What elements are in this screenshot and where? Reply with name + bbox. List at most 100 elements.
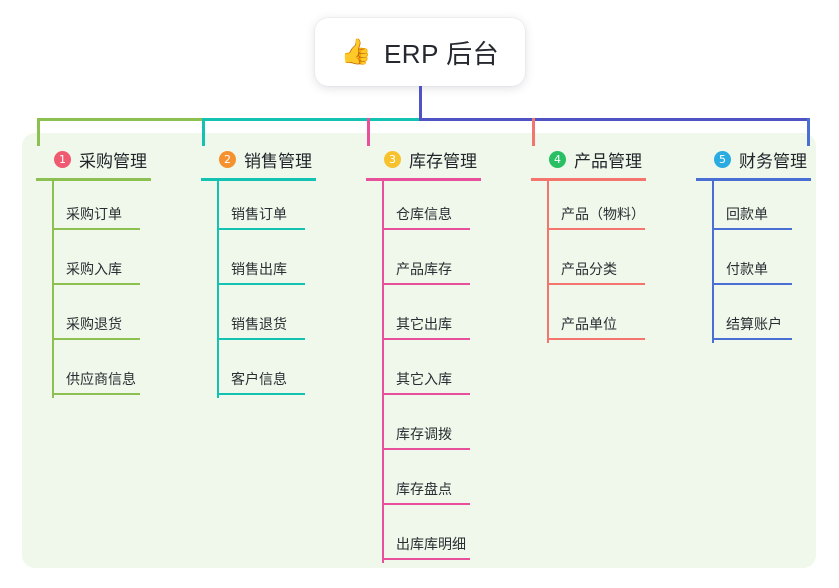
leaf-item[interactable]: 付款单	[696, 233, 807, 288]
branch-badge-sales: 2	[219, 150, 236, 168]
leaf-item[interactable]: 产品分类	[531, 233, 645, 288]
branch-title-purchasing: 采购管理	[79, 151, 147, 171]
branch-badge-finance: 5	[714, 150, 731, 168]
leaf-rule	[382, 448, 470, 450]
leaf-item[interactable]: 产品库存	[366, 233, 477, 288]
leaf-label: 供应商信息	[66, 371, 136, 387]
leaf-spine-finance	[712, 178, 714, 343]
branch-header-sales[interactable]: 2 销售管理	[201, 146, 312, 172]
leaf-list-sales: 销售订单销售出库销售退货客户信息	[201, 178, 312, 398]
trunk-indigo-segment	[419, 118, 809, 121]
branch-rule-finance	[696, 178, 811, 181]
leaf-rule	[712, 228, 792, 230]
leaf-item[interactable]: 产品单位	[531, 288, 645, 343]
leaf-list-purchasing: 采购订单采购入库采购退货供应商信息	[36, 178, 147, 398]
leaf-item[interactable]: 出库库明细	[366, 508, 477, 563]
leaf-item[interactable]: 销售退货	[201, 288, 312, 343]
root-node-card[interactable]: 👍 ERP 后台	[315, 18, 525, 86]
leaf-rule	[217, 338, 305, 340]
thumbs-up-icon: 👍	[340, 37, 372, 66]
branch-column-sales: 2 销售管理销售订单销售出库销售退货客户信息	[201, 146, 316, 398]
leaf-spine-inventory	[382, 178, 384, 563]
leaf-label: 库存盘点	[396, 481, 452, 497]
branch-badge-product: 4	[549, 150, 566, 168]
branch-column-product: 4 产品管理产品（物料） 产品分类产品单位	[531, 146, 646, 343]
leaf-label: 采购入库	[66, 261, 122, 277]
leaf-label: 其它出库	[396, 316, 452, 332]
leaf-label: 仓库信息	[396, 206, 452, 222]
leaf-item[interactable]: 客户信息	[201, 343, 312, 398]
leaf-item[interactable]: 供应商信息	[36, 343, 147, 398]
branch-rule-sales	[201, 178, 316, 181]
leaf-item[interactable]: 采购订单	[36, 178, 147, 233]
leaf-item[interactable]: 结算账户	[696, 288, 807, 343]
leaf-rule	[547, 338, 645, 340]
leaf-list-finance: 回款单付款单结算账户	[696, 178, 807, 343]
leaf-rule	[382, 503, 470, 505]
branch-title-finance: 财务管理	[739, 151, 807, 171]
drop-sales	[202, 118, 205, 146]
drop-inventory	[367, 118, 370, 146]
leaf-spine-sales	[217, 178, 219, 398]
leaf-label: 付款单	[726, 261, 768, 277]
branch-title-inventory: 库存管理	[409, 151, 477, 171]
leaf-item[interactable]: 销售订单	[201, 178, 312, 233]
branch-header-product[interactable]: 4 产品管理	[531, 146, 642, 172]
branch-header-finance[interactable]: 5 财务管理	[696, 146, 807, 172]
leaf-rule	[382, 283, 470, 285]
leaf-rule	[52, 393, 140, 395]
leaf-list-product: 产品（物料） 产品分类产品单位	[531, 178, 645, 343]
leaf-item[interactable]: 其它入库	[366, 343, 477, 398]
leaf-label: 产品单位	[561, 316, 617, 332]
leaf-list-inventory: 仓库信息产品库存其它出库其它入库库存调拨库存盘点出库库明细	[366, 178, 477, 563]
root-node-title: ERP 后台	[383, 38, 500, 69]
root-stem	[419, 86, 422, 121]
leaf-rule	[217, 393, 305, 395]
leaf-spine-product	[547, 178, 549, 343]
leaf-item[interactable]: 回款单	[696, 178, 807, 233]
drop-product	[532, 118, 535, 146]
leaf-item[interactable]: 库存调拨	[366, 398, 477, 453]
leaf-label: 其它入库	[396, 371, 452, 387]
leaf-label: 销售退货	[231, 316, 287, 332]
branch-column-finance: 5 财务管理回款单付款单结算账户	[696, 146, 811, 343]
trunk-teal-segment	[202, 118, 422, 121]
branch-title-sales: 销售管理	[244, 151, 312, 171]
leaf-item[interactable]: 其它出库	[366, 288, 477, 343]
branch-header-inventory[interactable]: 3 库存管理	[366, 146, 477, 172]
leaf-label: 产品分类	[561, 261, 617, 277]
leaf-rule	[382, 338, 470, 340]
branch-rule-product	[531, 178, 646, 181]
drop-finance	[807, 118, 810, 146]
branch-rule-purchasing	[36, 178, 151, 181]
leaf-label: 采购退货	[66, 316, 122, 332]
leaf-rule	[547, 283, 645, 285]
leaf-label: 产品库存	[396, 261, 452, 277]
leaf-label: 库存调拨	[396, 426, 452, 442]
leaf-label: 客户信息	[231, 371, 287, 387]
branch-rule-inventory	[366, 178, 481, 181]
leaf-label: 结算账户	[726, 316, 782, 332]
leaf-rule	[52, 228, 140, 230]
branch-title-product: 产品管理	[574, 151, 642, 171]
leaf-spine-purchasing	[52, 178, 54, 398]
leaf-item[interactable]: 采购入库	[36, 233, 147, 288]
trunk-green-segment	[37, 118, 202, 121]
leaf-label: 出库库明细	[396, 536, 466, 552]
leaf-rule	[382, 228, 470, 230]
branch-badge-inventory: 3	[384, 150, 401, 168]
leaf-item[interactable]: 销售出库	[201, 233, 312, 288]
leaf-rule	[52, 338, 140, 340]
leaf-label: 销售出库	[231, 261, 287, 277]
leaf-item[interactable]: 库存盘点	[366, 453, 477, 508]
leaf-rule	[712, 283, 792, 285]
leaf-item[interactable]: 产品（物料）	[531, 178, 645, 233]
leaf-rule	[217, 283, 305, 285]
leaf-label: 采购订单	[66, 206, 122, 222]
leaf-rule	[382, 393, 470, 395]
leaf-item[interactable]: 采购退货	[36, 288, 147, 343]
leaf-item[interactable]: 仓库信息	[366, 178, 477, 233]
